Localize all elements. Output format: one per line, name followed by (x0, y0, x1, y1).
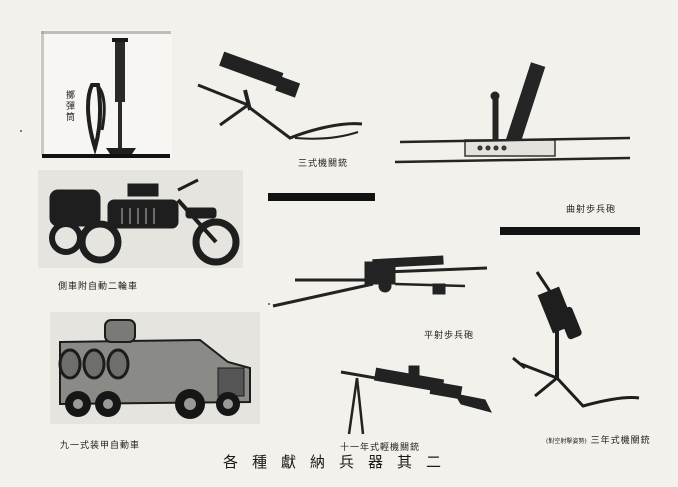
caption-type11-lmg: 十一年式輕機關銃 (340, 443, 421, 453)
photo-flat-gun (272, 255, 488, 308)
photo-trench-gun (394, 62, 631, 164)
page-title: 各種獻納兵器其二 (222, 453, 455, 471)
photo-trench-mortar (40, 30, 172, 158)
photo-type11-lmg (340, 365, 492, 435)
caption-armored-car: 九一式装甲自動車 (60, 441, 141, 451)
paper-speck (20, 130, 22, 132)
photo-armored-car (50, 312, 260, 424)
caption-type3-hmg: 三式機關銃 (298, 159, 349, 169)
caption-sidecar: 側車附自動二輪車 (58, 282, 139, 292)
caption-trench-gun: 曲射歩兵砲 (566, 205, 617, 215)
photo-type3-hmg (197, 51, 363, 140)
caption-type3-hmg-aa-label: 三年式機關銃 (590, 436, 651, 446)
caption-trench-mortar: 擲彈筒 (64, 90, 74, 123)
paper-speck (268, 303, 270, 305)
divider-bar-upper (268, 193, 375, 201)
photo-sidecar (38, 170, 243, 268)
photo-type3-hmg-aa (512, 271, 640, 408)
caption-type3-hmg-aa-note: (對空射擊姿勢) (546, 438, 587, 445)
divider-bar-right (500, 227, 640, 235)
caption-type3-hmg-aa: (對空射擊姿勢) 三年式機關銃 (546, 437, 651, 446)
caption-flat-gun: 平射歩兵砲 (424, 331, 475, 341)
